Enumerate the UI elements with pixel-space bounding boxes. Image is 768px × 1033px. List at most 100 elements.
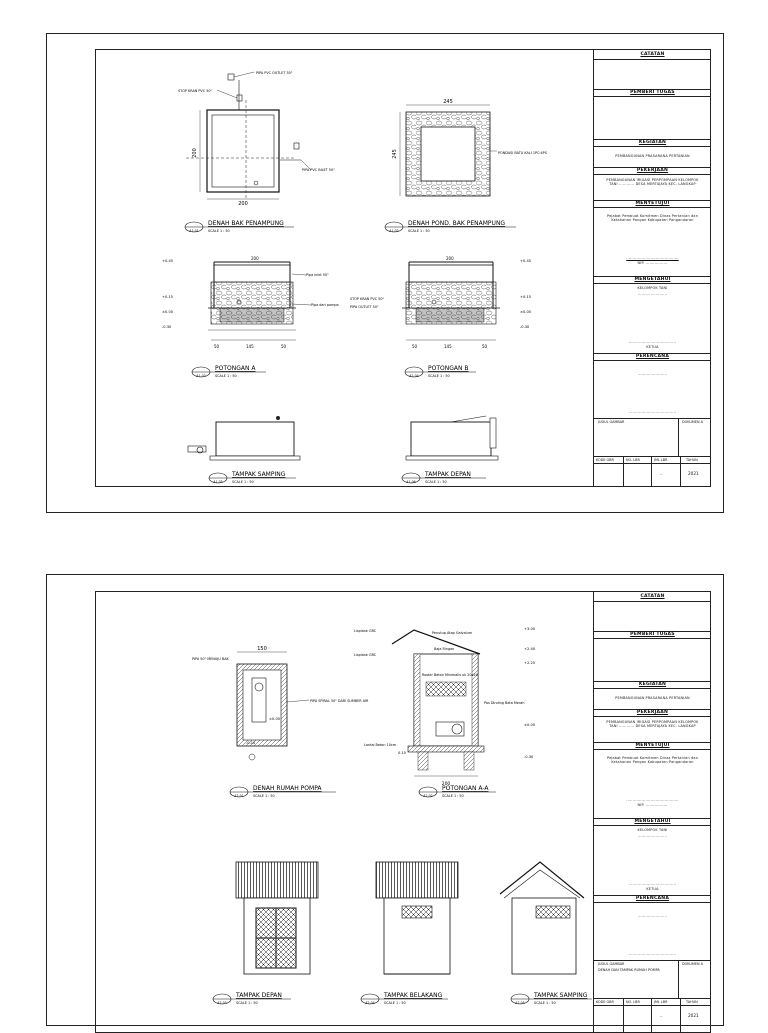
tb2-tahun-val: 2021 — [688, 1013, 699, 1018]
svg-text:A1-05: A1-05 — [213, 480, 222, 484]
dim-b-200: 200 — [446, 256, 454, 261]
tampak-samping-rumah — [499, 861, 585, 975]
lev-a-045: +0.45 — [162, 259, 173, 263]
sheet-1-frame: CATATAN PEMBERI TUGAS KEGIATAN PEMBANGUN… — [95, 49, 711, 487]
svg-text:A2-02: A2-02 — [423, 794, 432, 798]
lev-aa-000: ±0.00 — [524, 723, 536, 727]
svg-text:SCALE 1 : 50: SCALE 1 : 50 — [215, 374, 237, 378]
lbl-roster: Roster Beton Minimalis uk 20x20 — [422, 673, 478, 677]
title-denah-rumah: A2-01 DENAH RUMAH POMPA SCALE 1 : 50 — [229, 785, 336, 798]
tb2-judul-text: DENAH DAN TAMPAK RUMAH POMPA — [598, 968, 660, 972]
dim-a-200: 200 — [251, 256, 259, 261]
dim-b-50b: 50 — [482, 344, 488, 349]
tb2-dots-1: ....................... — [637, 834, 668, 838]
tb-kegiatan-text: PEMBANGUNAN PRASARANA PERTANIAN — [615, 154, 690, 158]
dim-a-145: 145 — [246, 344, 254, 349]
svg-text:DENAH POND. BAK PENAMPUNG: DENAH POND. BAK PENAMPUNG — [408, 220, 505, 227]
drawing-sheet-2: CATATAN PEMBERI TUGAS KEGIATAN PEMBANGUN… — [46, 574, 724, 1033]
title-tampak-samping: A1-05 TAMPAK SAMPING SCALE 1 : 50 — [208, 471, 296, 484]
tb-ketua: KETUA — [646, 345, 659, 349]
tb-pemberi-tugas: PEMBERI TUGAS — [630, 90, 675, 95]
dim-a-50a: 50 — [214, 344, 220, 349]
tb2-dokumen: DOKUMEN A — [682, 962, 703, 966]
sheet-1-drawings: PIPA PVC OUTLET 50" STOP KRAN PVC 50" PI… — [162, 71, 547, 484]
svg-text:SCALE 1 : 50: SCALE 1 : 50 — [425, 480, 447, 484]
svg-text:A2-03: A2-03 — [217, 1001, 226, 1005]
title-block-2: CATATAN PEMBERI TUGAS KEGIATAN PEMBANGUN… — [593, 592, 711, 1032]
title-potongan-b: A1-04 POTONGAN B SCALE 1 : 50 — [404, 365, 476, 378]
lev-b-015: +0.15 — [520, 295, 531, 299]
lev-b-045: +0.45 — [520, 259, 531, 263]
dim-b-145: 145 — [444, 344, 452, 349]
lbl-pipa-spiral: PIPA SPIRAL 50" DARI SUMBER AIR — [310, 699, 369, 703]
svg-text:A1-04: A1-04 — [409, 374, 418, 378]
svg-text:SCALE 1 : 50: SCALE 1 : 50 — [236, 1001, 258, 1005]
svg-text:SCALE 1 : 50: SCALE 1 : 50 — [208, 229, 230, 233]
lev-a-000: ±0.00 — [162, 310, 174, 314]
tb-jml-lbr: JML LBR — [654, 458, 668, 462]
title-potongan-aa: A2-02 POTONGAN A-A SCALE 1 : 50 — [418, 785, 496, 798]
svg-text:A2-05: A2-05 — [515, 1001, 524, 1005]
title-tampak-samping-2: A2-05 TAMPAK SAMPING SCALE 1 : 50 — [510, 992, 592, 1005]
lbl-stop-kran-b: STOP KRAN PVC 50" — [350, 297, 385, 301]
lbl-pas-dinding: Pas Dinding Bata Merah — [484, 701, 525, 705]
svg-text:TAMPAK BELAKANG: TAMPAK BELAKANG — [383, 992, 443, 999]
title-denah-pond: A1-02 DENAH POND. BAK PENAMPUNG SCALE 1 … — [384, 220, 516, 233]
svg-text:SCALE 1 : 50: SCALE 1 : 50 — [534, 1001, 556, 1005]
dim-pond-height: 245 — [392, 149, 398, 159]
tb-catatan: CATATAN — [640, 52, 665, 57]
tb-kegiatan: KEGIATAN — [638, 140, 667, 145]
svg-text:POTONGAN A-A: POTONGAN A-A — [442, 785, 489, 792]
tb2-dots-2: ....................... — [637, 914, 668, 918]
denah-pond-plan: 245 245 PONDASI BATU KALI 1PC:4PS — [392, 99, 547, 197]
lev-a-m030: -0.30 — [162, 325, 172, 329]
svg-text:A2-01: A2-01 — [234, 794, 243, 798]
tb2-perencana-line: ..................................... — [628, 952, 677, 956]
lev-rumah-000: ±0.00 — [269, 717, 281, 721]
lbl-pipa-pompa: Pipa dari pompa — [311, 303, 339, 307]
svg-text:SCALE 1 : 50: SCALE 1 : 50 — [384, 1001, 406, 1005]
tb-nip-line: ........................................… — [626, 256, 679, 260]
denah-bak-plan: PIPA PVC OUTLET 50" STOP KRAN PVC 50" PI… — [178, 71, 335, 207]
lev-aa-m030: -0.30 — [524, 755, 534, 759]
sheet-2-drawings: 150 PIPA 50" MENUJU BAK PIPA SPIRAL 50" … — [192, 627, 592, 1005]
drawing-sheet-1: CATATAN PEMBERI TUGAS KEGIATAN PEMBANGUN… — [46, 33, 724, 513]
lev-rumah-m010: -0.10 — [246, 741, 256, 745]
potongan-aa: 200 Lisplank GRC Lisplank GRC Penutup At… — [354, 627, 536, 787]
svg-text:A1-02: A1-02 — [389, 229, 398, 233]
tb-tahun: TAHUN — [686, 458, 698, 462]
tampak-belakang-rumah — [375, 861, 459, 975]
tampak-bak — [187, 415, 499, 461]
tb-pekerjaan-text: PEMBANGUNAN IRIGASI PERPOMPAAN KELOMPOK … — [606, 178, 699, 186]
svg-text:SCALE 1 : 50: SCALE 1 : 50 — [253, 794, 275, 798]
title-block-1: CATATAN PEMBERI TUGAS KEGIATAN PEMBANGUN… — [593, 50, 711, 486]
dim-aa-200: 200 — [442, 781, 451, 787]
tampak-depan-rumah — [235, 861, 319, 975]
tb2-jml-val: -- — [660, 1014, 663, 1018]
svg-text:DENAH BAK PENAMPUNG: DENAH BAK PENAMPUNG — [208, 220, 284, 227]
tb-dots-1: ....................... — [637, 292, 668, 296]
tb2-pemberi-tugas: PEMBERI TUGAS — [630, 632, 675, 637]
lbl-pondasi: PONDASI BATU KALI 1PC:4PS — [498, 151, 547, 155]
sheet-2-frame: CATATAN PEMBERI TUGAS KEGIATAN PEMBANGUN… — [95, 591, 711, 1033]
tb2-judul-gambar: JUDUL GAMBAR — [598, 962, 625, 966]
lev-aa-225: +2.25 — [524, 661, 535, 665]
lev-aa-240: +2.40 — [524, 647, 536, 651]
svg-text:DENAH RUMAH POMPA: DENAH RUMAH POMPA — [253, 785, 322, 792]
tb-ketua-line: ..................................... — [628, 340, 677, 344]
svg-text:A2-04: A2-04 — [365, 1001, 374, 1005]
tb2-kode-gbr: KODE GBR — [596, 1000, 614, 1004]
lbl-lisplank-2: Lisplank GRC — [354, 653, 377, 657]
svg-text:A1-06: A1-06 — [406, 480, 415, 484]
denah-rumah-pompa: 150 PIPA 50" MENUJU BAK PIPA SPIRAL 50" … — [192, 646, 369, 761]
tb2-kegiatan: KEGIATAN — [638, 682, 667, 687]
tb-dots-2: ....................... — [637, 372, 668, 376]
title-denah-bak: A1-01 DENAH BAK PENAMPUNG SCALE 1 : 50 — [184, 220, 294, 233]
svg-text:TAMPAK SAMPING: TAMPAK SAMPING — [231, 471, 286, 478]
svg-text:SCALE 1 : 50: SCALE 1 : 50 — [442, 794, 464, 798]
tb2-pekerjaan-text: PEMBANGUNAN IRIGASI PERPOMPAAN KELOMPOK … — [606, 720, 699, 728]
tb2-kegiatan-text: PEMBANGUNAN PRASARANA PERTANIAN — [615, 696, 690, 700]
lbl-pipa-inlet-a: Pipa inlet 50" — [306, 273, 329, 277]
tb2-pekerjaan: PEKERJAAN — [636, 710, 669, 715]
tb2-ketua: KETUA — [646, 887, 659, 891]
